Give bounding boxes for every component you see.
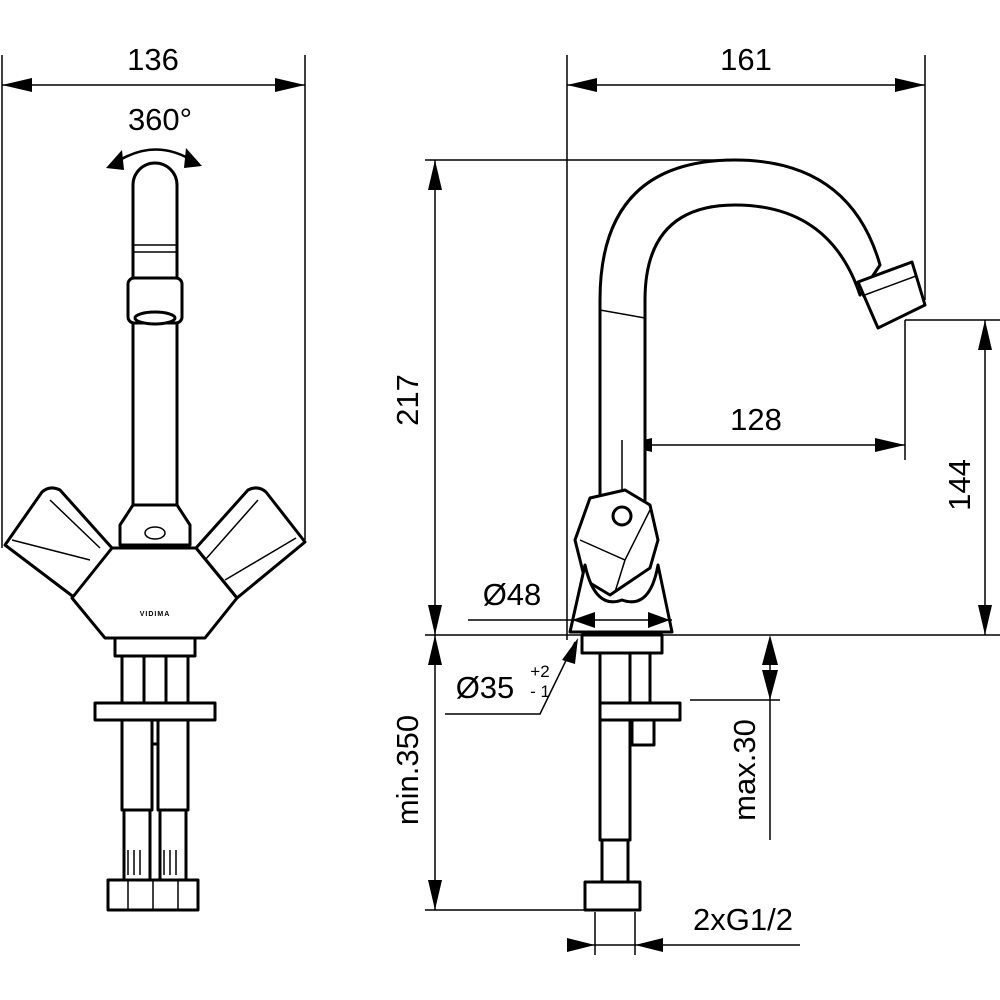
right-handle[interactable] — [194, 486, 307, 600]
side-handle[interactable] — [573, 488, 660, 597]
max30-arrows — [762, 635, 778, 700]
dim-161-label: 161 — [720, 42, 772, 77]
g12-arrows — [567, 938, 663, 952]
brand-logo: VIDIMA — [140, 611, 171, 618]
left-handle[interactable] — [3, 486, 114, 600]
dim-min350-label: min.350 — [390, 715, 425, 825]
dim-max30-label: max.30 — [727, 719, 762, 821]
dim-144-label: 144 — [942, 459, 977, 511]
rotation-label: 360° — [128, 102, 192, 137]
dim-217-label: 217 — [390, 374, 425, 426]
dim-136-label: 136 — [127, 42, 179, 77]
rotation-arrowheads-icon — [106, 148, 202, 170]
dim-d48-label: Ø48 — [483, 577, 542, 612]
spout-tube — [131, 161, 179, 507]
dim-g12-label: 2xG1/2 — [693, 902, 793, 937]
side-body — [568, 563, 674, 634]
side-connection-nut — [583, 880, 642, 912]
dim-128-label: 128 — [730, 402, 782, 437]
side-view: 161 217 144 128 Ø48 Ø35 +2 - 1 — [390, 42, 1000, 955]
dim-d35-label: Ø35 — [456, 670, 515, 705]
spout-collar — [118, 503, 192, 547]
side-flange — [598, 701, 682, 722]
tolerance-lower: - 1 — [530, 682, 550, 701]
side-spout — [598, 158, 882, 512]
tolerance-upper: +2 — [530, 662, 549, 681]
base-plate — [113, 636, 197, 658]
mounting-flange — [93, 701, 217, 722]
mixer-body — [70, 546, 239, 640]
front-view: 136 360° VIDIMA — [1, 42, 307, 912]
